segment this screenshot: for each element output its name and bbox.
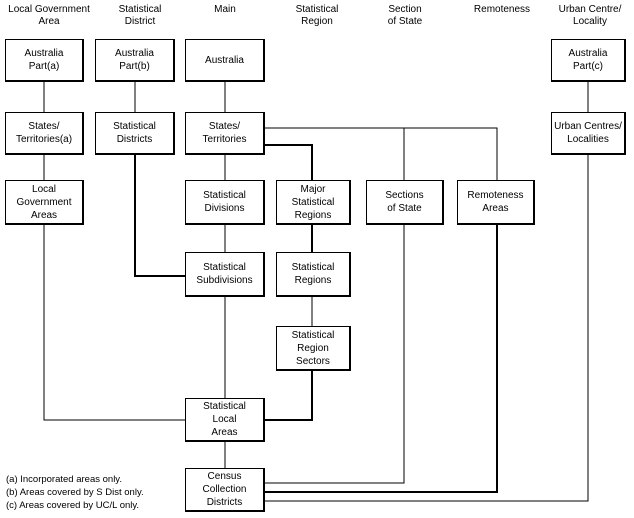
box-major-statistical-regions: Major Statistical Regions bbox=[276, 180, 351, 225]
box-statistical-region-sectors: Statistical Region Sectors bbox=[276, 326, 351, 371]
box-statistical-regions: Statistical Regions bbox=[276, 252, 351, 297]
box-urban-centres-localities: Urban Centres/ Localities bbox=[551, 112, 626, 155]
box-australia: Australia bbox=[185, 39, 265, 82]
header-urban-centre-locality: Urban Centre/ Locality bbox=[558, 4, 622, 27]
footnote-a: (a) Incorporated areas only. bbox=[6, 474, 122, 485]
box-states-territories-a: States/ Territories(a) bbox=[5, 112, 84, 155]
box-australia-part-b: Australia Part(b) bbox=[95, 39, 175, 82]
footnote-b: (b) Areas covered by S Dist only. bbox=[6, 487, 144, 498]
box-australia-part-c: Australia Part(c) bbox=[551, 39, 626, 82]
box-statistical-districts: Statistical Districts bbox=[95, 112, 175, 155]
header-statistical-district: Statistical District bbox=[118, 4, 162, 27]
header-remoteness: Remoteness bbox=[473, 4, 531, 15]
box-statistical-local-areas: Statistical Local Areas bbox=[185, 398, 265, 442]
box-states-territories: States/ Territories bbox=[185, 112, 265, 155]
box-remoteness-areas: Remoteness Areas bbox=[457, 180, 535, 225]
header-local-government-area: Local Government Area bbox=[8, 4, 90, 27]
box-sections-of-state: Sections of State bbox=[366, 180, 444, 225]
box-statistical-subdivisions: Statistical Subdivisions bbox=[185, 252, 265, 297]
header-statistical-region: Statistical Region bbox=[295, 4, 339, 27]
box-statistical-divisions: Statistical Divisions bbox=[185, 180, 265, 225]
box-australia-part-a: Australia Part(a) bbox=[5, 39, 84, 82]
box-local-government-areas: Local Government Areas bbox=[5, 180, 84, 225]
header-section-of-state: Section of State bbox=[387, 4, 423, 27]
box-census-collection-districts: Census Collection Districts bbox=[185, 468, 265, 512]
footnote-c: (c) Areas covered by UC/L only. bbox=[6, 500, 140, 511]
header-main: Main bbox=[214, 4, 236, 15]
